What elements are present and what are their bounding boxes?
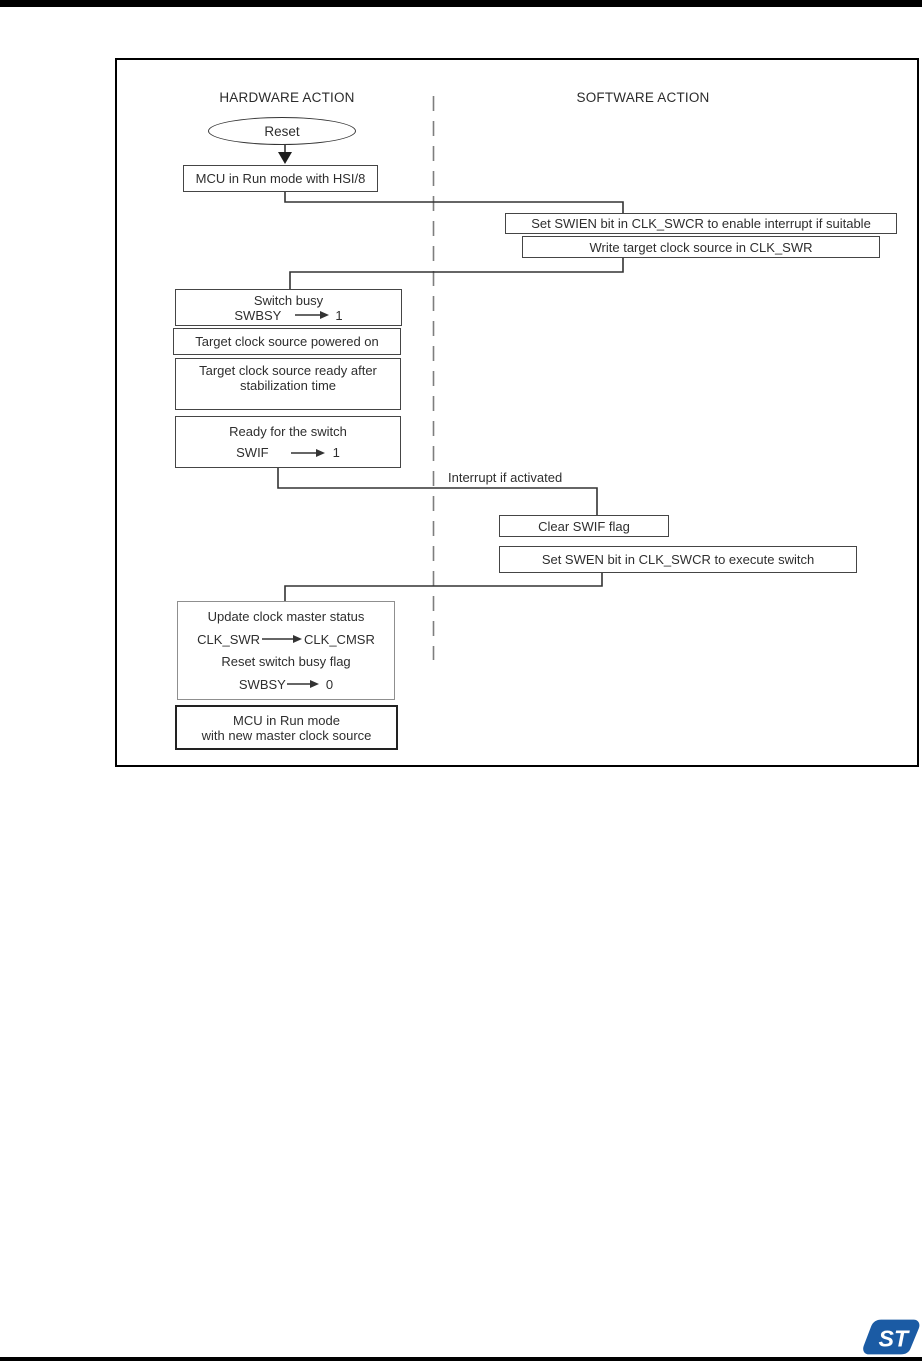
flow-box-text: Write target clock source in CLK_SWR <box>589 239 813 255</box>
flow-box-text: Target clock source powered on <box>195 334 379 349</box>
flow-box-text: Update clock master status <box>207 609 365 625</box>
hardware-column-header: HARDWARE ACTION <box>219 90 355 105</box>
flow-box-mcu-new-clock: MCU in Run mode with new master clock so… <box>175 705 398 750</box>
interrupt-activated-label: Interrupt if activated <box>448 470 563 485</box>
flow-box-update-status: Update clock master status CLK_SWR CLK_C… <box>177 601 395 700</box>
flow-box-text: Target clock source ready after <box>199 363 377 378</box>
flow-start-label: Reset <box>264 123 300 139</box>
register-from: CLK_SWR <box>197 631 261 647</box>
page-top-rule <box>0 0 922 7</box>
long-right-arrow-icon <box>262 635 303 644</box>
flow-box-ready-switch: Ready for the switch SWIF 1 <box>175 416 401 468</box>
flow-box-text: Clear SWIF flag <box>538 518 630 534</box>
page-bottom-rule <box>0 1357 922 1361</box>
flag-value: 0 <box>325 676 334 692</box>
flow-box-text: MCU in Run mode <box>233 712 340 728</box>
flow-box-set-swen: Set SWEN bit in CLK_SWCR to execute swit… <box>499 546 857 573</box>
flow-box-text: Reset switch busy flag <box>221 654 351 670</box>
register-to: CLK_CMSR <box>304 631 375 647</box>
flag-name: SWIF <box>236 445 269 461</box>
flow-box-powered-on: Target clock source powered on <box>173 328 401 355</box>
flow-box-text: Set SWEN bit in CLK_SWCR to execute swit… <box>541 552 815 567</box>
flow-box-text: Set SWIEN bit in CLK_SWCR to enable inte… <box>531 216 871 231</box>
flag-value: 1 <box>335 307 343 323</box>
flow-start-terminator: Reset <box>208 117 356 145</box>
flow-box-clear-swif: Clear SWIF flag <box>499 515 669 537</box>
st-logo: ST <box>863 1319 920 1355</box>
flow-box-switch-busy: Switch busy SWBSY 1 <box>175 289 402 326</box>
flow-box-text: with new master clock source <box>201 727 372 743</box>
flow-box-text: MCU in Run mode with HSI/8 <box>195 171 366 186</box>
flow-box-set-swien: Set SWIEN bit in CLK_SWCR to enable inte… <box>505 213 897 234</box>
flag-value: 1 <box>332 445 340 461</box>
flow-box-text: Ready for the switch <box>229 423 347 439</box>
flow-box-text: stabilization time <box>239 378 337 393</box>
long-right-arrow-icon <box>290 448 325 457</box>
flow-box-write-target: Write target clock source in CLK_SWR <box>522 236 880 258</box>
st-logo-shape <box>863 1319 920 1355</box>
flag-name: SWBSY <box>238 676 286 692</box>
flow-box-text: Switch busy <box>253 292 324 308</box>
flow-box-ready-after: Target clock source ready after stabiliz… <box>175 358 401 410</box>
software-column-header: SOFTWARE ACTION <box>576 90 710 105</box>
st-logo-letters: ST <box>878 1325 909 1351</box>
flow-box-mcu-run-hsi: MCU in Run mode with HSI/8 <box>183 165 378 192</box>
long-right-arrow-icon <box>286 680 319 689</box>
long-right-arrow-icon <box>295 311 330 319</box>
figure-frame <box>115 58 919 767</box>
flag-name: SWBSY <box>234 307 282 323</box>
